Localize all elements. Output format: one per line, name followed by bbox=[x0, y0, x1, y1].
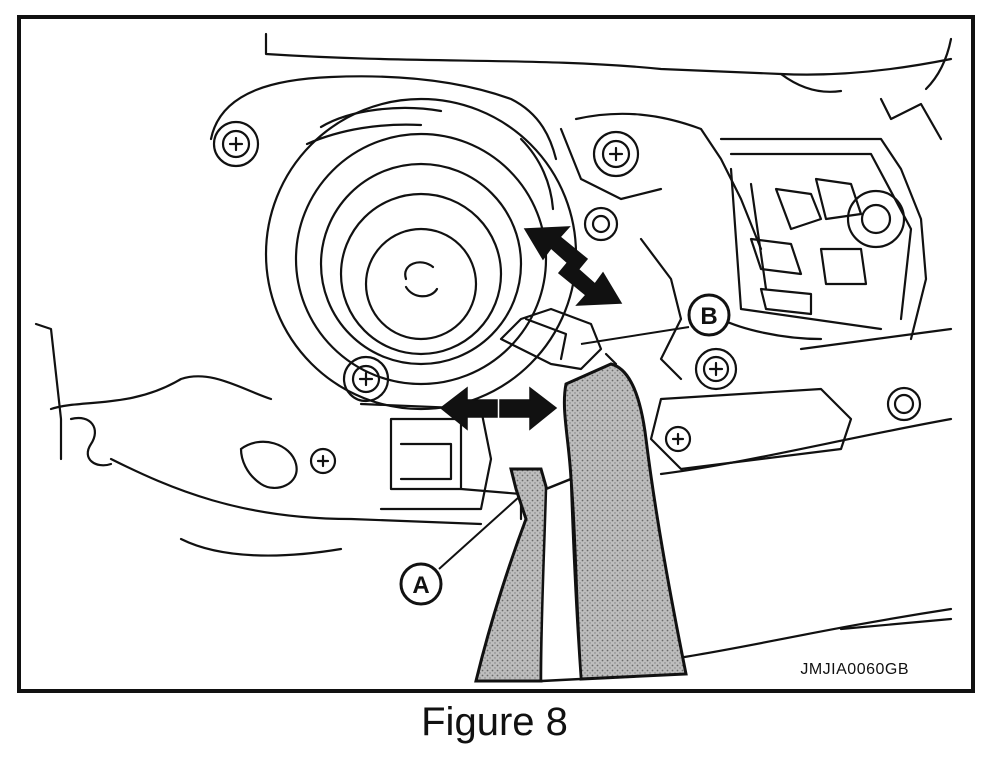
body-right-edge bbox=[924, 37, 953, 91]
transmission-bracket bbox=[559, 97, 953, 381]
left-side-member bbox=[34, 322, 523, 557]
bracket-bolt-lower bbox=[694, 347, 738, 391]
figure-code: JMJIA0060GB bbox=[800, 661, 909, 678]
bracket-bolt-right bbox=[886, 386, 922, 422]
mount-bolt-center bbox=[583, 206, 619, 242]
arrow-upper-double bbox=[523, 226, 623, 306]
leader-line-b bbox=[580, 326, 690, 345]
strap-right bbox=[562, 362, 688, 681]
callout-a-label: A bbox=[412, 572, 429, 599]
figure-caption: Figure 8 bbox=[421, 700, 568, 744]
connector-bracket bbox=[499, 307, 618, 371]
mount-bolt-left-upper bbox=[212, 120, 260, 168]
callout-b-label: B bbox=[700, 303, 717, 330]
callout-a: A bbox=[399, 562, 443, 606]
figure-frame: B A JMJIA0060GB bbox=[17, 15, 975, 693]
floor-bolt bbox=[309, 447, 337, 475]
bracket-bolt-upper bbox=[592, 130, 640, 178]
leader-line-a bbox=[438, 496, 520, 570]
body-upper-outline bbox=[264, 32, 953, 76]
mount-bolt-lower bbox=[342, 355, 390, 403]
callout-b: B bbox=[687, 293, 731, 337]
engine-mount-body bbox=[209, 75, 578, 411]
strap-gap-edge bbox=[539, 477, 583, 683]
arrow-lower-double bbox=[439, 386, 558, 431]
engine-mount-illustration: B A bbox=[34, 32, 953, 683]
panel-bolt bbox=[664, 425, 692, 453]
lower-panel bbox=[649, 387, 953, 661]
